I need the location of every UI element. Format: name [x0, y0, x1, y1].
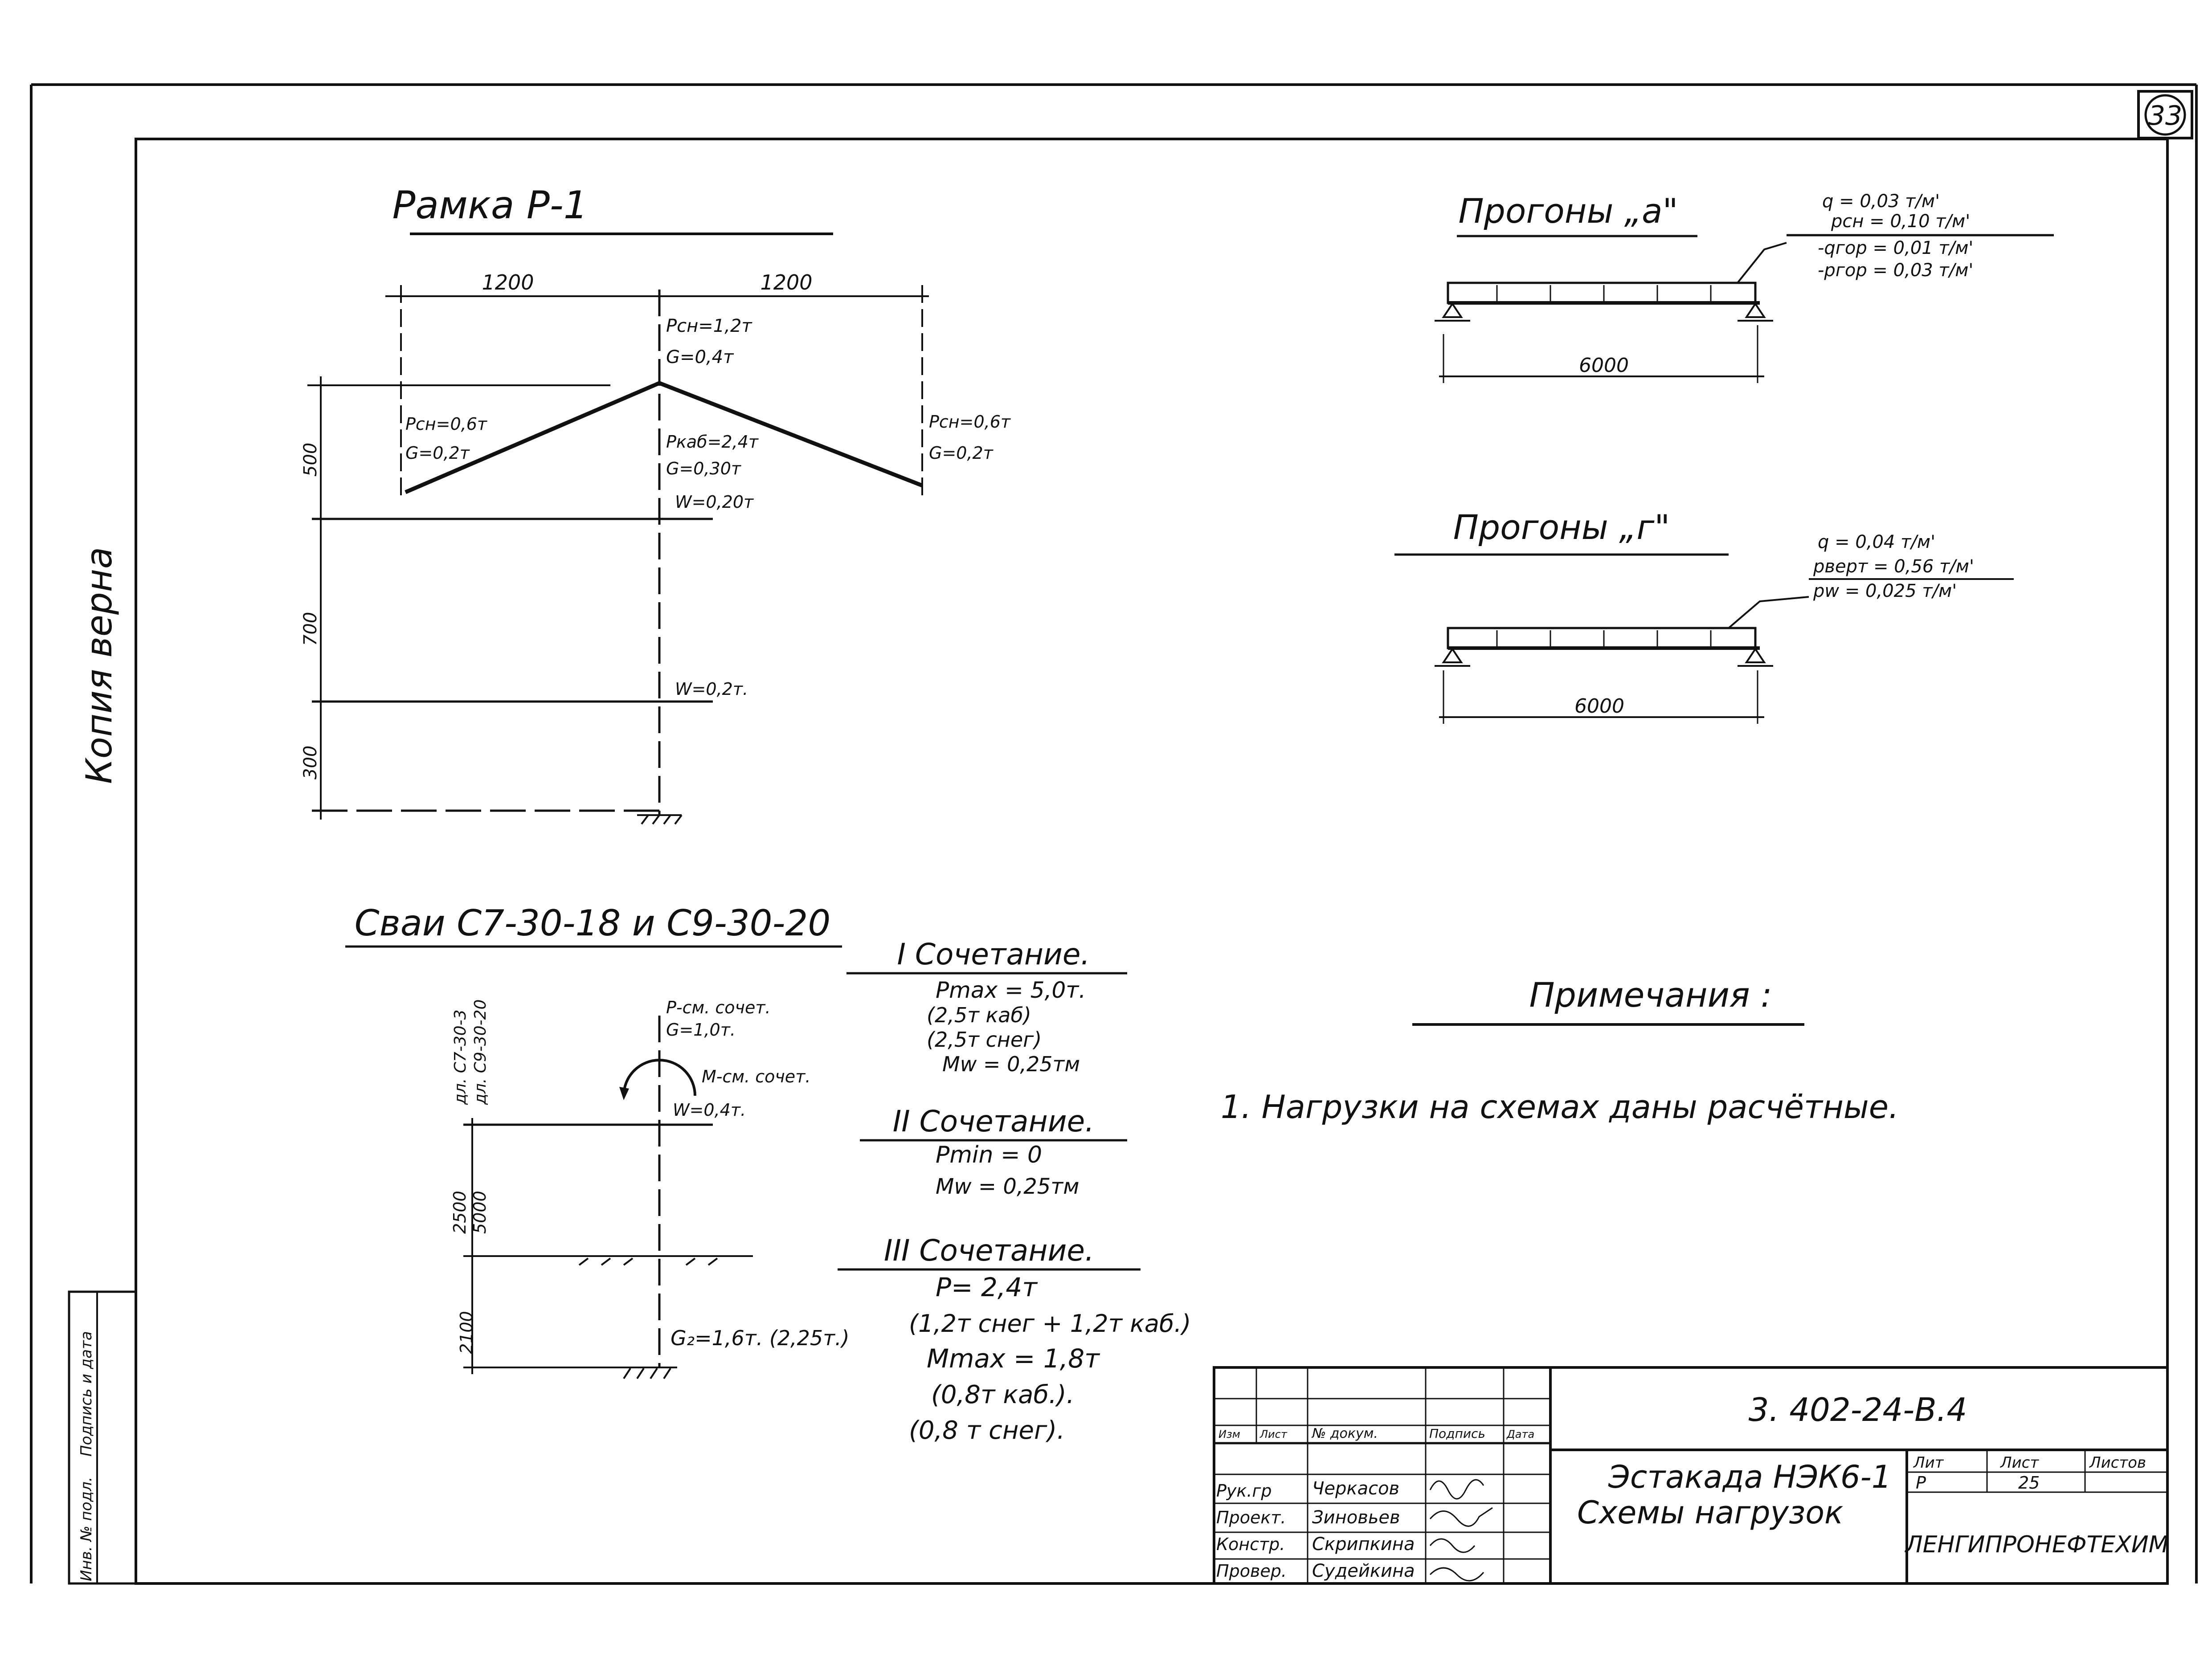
frame-p1-right-load-p: Pсн=0,6т	[929, 412, 1011, 432]
piles-ground-hatch	[578, 1257, 718, 1379]
frame-p1-mid-load-p: Pкаб=2,4т	[666, 432, 759, 452]
side-stamp-inventory: Инв. № подл.	[78, 1477, 95, 1581]
purlins-a-span: 6000	[1579, 354, 1629, 377]
purlins-a-title: Прогоны „а"	[1458, 191, 1678, 231]
notes-item-1: 1. Нагрузки на схемах даны расчётные.	[1221, 1088, 1899, 1126]
combination-1-line-2: (2,5т каб)	[927, 1003, 1031, 1027]
combination-3-line-1: P= 2,4т	[936, 1272, 1038, 1302]
purlins-a-load-q: q = 0,03 т/м'	[1822, 191, 1940, 212]
side-stamp-signature: Подпись и дата	[78, 1331, 95, 1457]
purlins-g-title: Прогоны „г"	[1453, 507, 1670, 547]
frame-p1-left-load-g: G=0,2т	[405, 443, 470, 463]
purlins-a-load-phor: -pгор = 0,03 т/м'	[1818, 260, 1973, 281]
load-combinations: I Сочетание. Pmax = 5,0т. (2,5т каб) (2,…	[838, 937, 1191, 1445]
title-block-role-lead: Рук.гр	[1216, 1481, 1272, 1501]
frame-p1-mid-load-g: G=0,30т	[666, 459, 742, 478]
sheet-number-badge: 33	[2137, 90, 2193, 139]
title-block-name-design: Зиновьев	[1312, 1507, 1400, 1528]
purlins-a-load-arrows	[1496, 285, 1712, 302]
purlins-g-load-q: q = 0,04 т/м'	[1818, 532, 1935, 552]
piles-title: Сваи С7-30-18 и С9-30-20	[355, 902, 830, 944]
purlins-a-load-qhor: -qгор = 0,01 т/м'	[1818, 238, 1973, 258]
title-block-code: 3. 402-24-В.4	[1749, 1391, 1967, 1428]
title-block-sheet-value: 25	[2018, 1473, 2040, 1493]
purlins-g-load-arrows	[1496, 630, 1712, 647]
title-block-col-signature: Подпись	[1429, 1426, 1485, 1441]
frame-p1-dim-v-300: 300	[300, 746, 321, 779]
combination-2-line-1: Pmin = 0	[936, 1142, 1042, 1168]
frame-p1-dim-v-500: 500	[300, 443, 321, 477]
side-stamp: Инв. № подл. Подпись и дата	[68, 1290, 137, 1585]
title-block-name-constr: Скрипкина	[1312, 1534, 1415, 1555]
title-block-name-lead: Черкасов	[1312, 1478, 1399, 1499]
notes-title: Примечания :	[1529, 975, 1772, 1015]
combination-3-line-2: (1,2т снег + 1,2т каб.)	[909, 1310, 1191, 1338]
title-block: Изм Лист № докум. Подпись Дата Рук.гр Че…	[1213, 1366, 2169, 1585]
piles-side-label-c7: дл. С7-30-3	[451, 1009, 470, 1105]
frame-p1-apex-load-g: G=0,4т	[666, 347, 734, 367]
title-block-role-constr: Констр.	[1216, 1534, 1285, 1554]
frame-p1-right-load-g: G=0,2т	[929, 443, 994, 463]
frame-p1-dim-v-700: 700	[300, 612, 321, 646]
title-block-col-sheet: Лист	[1259, 1428, 1288, 1440]
title-block-signatures	[1429, 1479, 1493, 1582]
combination-1-title: I Сочетание.	[897, 937, 1090, 971]
frame-p1-dim-right: 1200	[760, 270, 812, 294]
purlins-g-span: 6000	[1574, 695, 1624, 718]
frame-p1-ground-hatch	[637, 814, 683, 825]
title-block-col-doc: № докум.	[1311, 1426, 1378, 1441]
frame-p1-wind-upper: W=0,20т	[675, 492, 754, 512]
title-block-col-change: Изм	[1218, 1428, 1240, 1440]
title-block-drawing-name: Схемы нагрузок	[1577, 1494, 1843, 1531]
title-block-sheet-label: Лист	[1999, 1454, 2039, 1472]
piles-side-label-c9: дл. С9-30-20	[471, 1000, 490, 1105]
piles-dim-5000: 5000	[470, 1191, 490, 1234]
title-block-sheets-label: Листов	[2089, 1454, 2146, 1472]
frame-p1-left-load-p: Pсн=0,6т	[405, 414, 488, 434]
piles-moment-label: М-см. сочет.	[702, 1067, 810, 1086]
title-block-stage-label: Лит	[1913, 1454, 1944, 1472]
piles-dim-2500: 2500	[450, 1191, 470, 1234]
purlins-a-load-psn: pсн = 0,10 т/м'	[1831, 211, 1970, 232]
combination-1-line-1: Pmax = 5,0т.	[936, 977, 1086, 1003]
piles-diagram: Сваи С7-30-18 и С9-30-20 дл. С7-30-3 дл.…	[345, 902, 850, 1379]
combination-1-line-3: (2,5т снег)	[927, 1028, 1042, 1052]
title-block-name-check: Судейкина	[1312, 1561, 1415, 1581]
combination-2-line-2: Mw = 0,25тм	[936, 1174, 1079, 1199]
combination-3-line-3: Mmax = 1,8т	[927, 1343, 1100, 1374]
combination-3-line-4: (0,8т каб.).	[931, 1380, 1074, 1409]
combination-1-line-4: Mw = 0,25тм	[942, 1052, 1080, 1076]
frame-p1-diagram: Рамка Р-1 1200 1200 500 700 300 Pсн=1,2т…	[300, 183, 1011, 825]
frame-p1-dim-left: 1200	[482, 270, 534, 294]
piles-load-p: Р-см. сочет.	[666, 998, 771, 1017]
title-block-col-date: Дата	[1506, 1428, 1534, 1440]
piles-g2-load: G₂=1,6т. (2,25т.)	[671, 1326, 850, 1350]
sheet-number: 33	[2148, 100, 2182, 131]
frame-p1-title: Рамка Р-1	[392, 183, 588, 228]
combination-2-title: II Сочетание.	[893, 1104, 1095, 1139]
piles-load-g: G=1,0т.	[666, 1020, 736, 1040]
title-block-organization: ЛЕНГИПРОНЕФТЕХИМ	[1904, 1531, 2168, 1558]
notes-section: Примечания : 1. Нагрузки на схемах даны …	[1221, 975, 1899, 1126]
purlins-g-load-pw: pw = 0,025 т/м'	[1813, 581, 1957, 601]
piles-wind: W=0,4т.	[673, 1100, 746, 1120]
purlins-g-load-pvert: pверт = 0,56 т/м'	[1813, 556, 1974, 577]
combination-3-line-5: (0,8 т снег).	[909, 1416, 1065, 1445]
piles-dim-2100: 2100	[457, 1311, 476, 1354]
frame-p1-wind-lower: W=0,2т.	[675, 679, 748, 699]
title-block-stage-value: Р	[1916, 1473, 1926, 1493]
sheet-frame	[30, 83, 2198, 1585]
title-block-role-design: Проект.	[1216, 1508, 1286, 1527]
title-block-object-name: Эстакада НЭК6-1	[1608, 1459, 1891, 1495]
copy-note: Копия верна	[78, 547, 120, 784]
title-block-role-check: Провер.	[1216, 1561, 1287, 1581]
purlins-a-diagram: Прогоны „а" q = 0,03 т/м' pсн = 0,10 т/м…	[1435, 191, 2054, 383]
purlins-g-diagram: Прогоны „г" q = 0,04 т/м' pверт = 0,56 т…	[1394, 507, 2014, 724]
frame-p1-apex-load-p: Pсн=1,2т	[666, 316, 752, 336]
combination-3-title: III Сочетание.	[884, 1233, 1094, 1268]
